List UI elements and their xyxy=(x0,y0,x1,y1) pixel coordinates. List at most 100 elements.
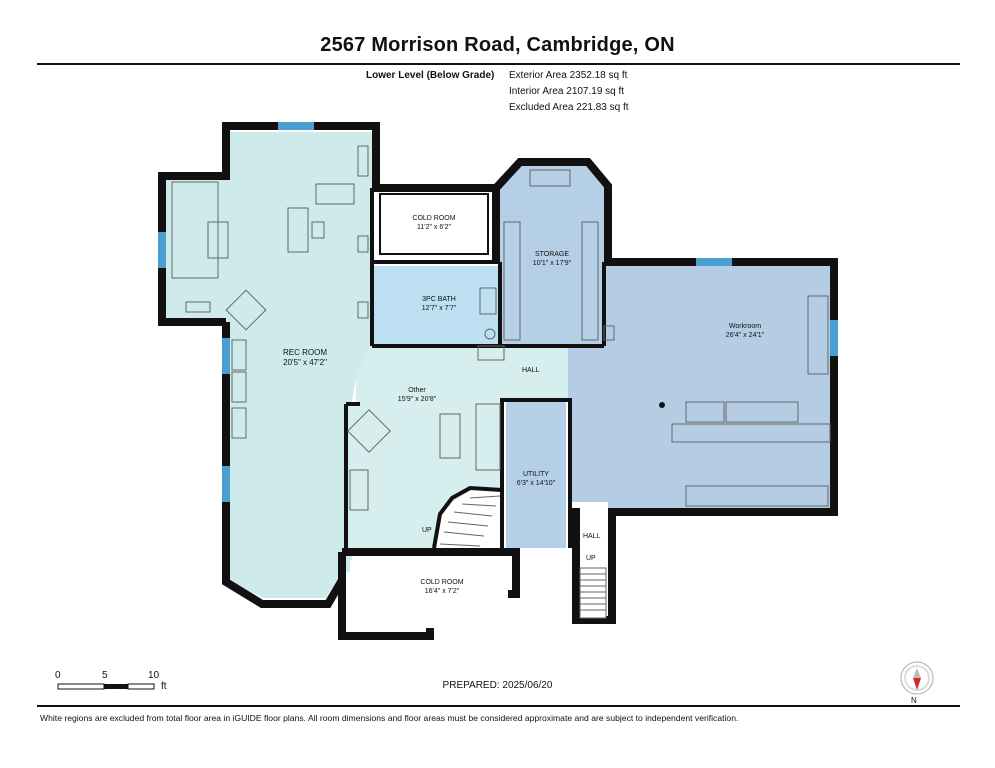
chair xyxy=(311,221,325,239)
rec-room-dims: 20'5" x 47'2" xyxy=(283,358,327,367)
window-workroom-right xyxy=(830,320,838,356)
other-dims: 15'9" x 20'8" xyxy=(397,396,437,403)
sofa xyxy=(171,181,219,279)
wall-right xyxy=(493,158,838,624)
toilet xyxy=(484,328,496,340)
window-rec-left-2 xyxy=(222,466,230,502)
wall-stair xyxy=(432,485,503,549)
workroom-dims: 26'4" x 24'1" xyxy=(725,332,765,339)
storage-name: STORAGE xyxy=(534,251,570,258)
label-cold-room-top: COLD ROOM 11'2" x 6'2" xyxy=(380,214,488,232)
armchair xyxy=(225,289,267,331)
label-hall-main: HALL xyxy=(522,367,540,374)
cabinet-left-2 xyxy=(231,371,247,403)
workbench-1 xyxy=(685,401,725,423)
label-up-right: UP xyxy=(586,555,596,562)
scale-seg-3 xyxy=(127,683,155,690)
storage-shelf-left xyxy=(503,221,521,341)
sofa-other xyxy=(475,403,501,471)
label-workroom: Workroom 26'4" x 24'1" xyxy=(690,322,800,340)
wall-utility xyxy=(500,398,572,548)
counter xyxy=(671,423,831,443)
footer-rule xyxy=(37,705,960,707)
plan-title: 2567 Morrison Road, Cambridge, ON xyxy=(320,34,675,56)
window-rec-top xyxy=(278,122,314,130)
armchair-other xyxy=(347,409,391,453)
label-hall-small: HALL xyxy=(583,533,601,540)
workroom-fill xyxy=(568,266,830,510)
bath-fill xyxy=(372,266,500,344)
label-cold-room-bottom: COLD ROOM 16'4" x 7'2" xyxy=(380,578,504,596)
compass-north-label: N xyxy=(911,696,917,705)
label-storage: STORAGE 10'1" x 17'9" xyxy=(500,250,604,268)
other-fill xyxy=(348,344,568,548)
label-rec-room: REC ROOM 20'5" x 47'2" xyxy=(250,348,360,368)
bath-name: 3PC BATH xyxy=(422,296,456,303)
shelf-1 xyxy=(357,145,369,177)
header-rule xyxy=(37,63,960,65)
shelf-2 xyxy=(357,235,369,253)
window-rec-left-1 xyxy=(222,338,230,374)
workbench-2 xyxy=(725,401,799,423)
cabinet-left-3 xyxy=(231,407,247,439)
furniture xyxy=(171,145,831,511)
desk xyxy=(287,207,309,253)
cold-room-top-dims: 11'2" x 6'2" xyxy=(417,224,451,231)
excluded-area: Excluded Area 221.83 sq ft xyxy=(509,102,629,113)
workroom-name: Workroom xyxy=(728,323,762,330)
windows xyxy=(158,122,838,502)
label-other: Other 15'9" x 20'8" xyxy=(374,386,460,404)
workroom-sink xyxy=(603,325,615,341)
stairs-curved xyxy=(439,495,501,547)
level-label: Lower Level (Below Grade) xyxy=(366,70,495,81)
wall-top-left xyxy=(222,122,500,262)
utility-fill xyxy=(506,402,566,548)
interior-area: Interior Area 2107.19 sq ft xyxy=(509,86,625,97)
prepared-date: PREPARED: 2025/06/20 xyxy=(442,680,553,691)
utility-dims: 6'3" x 14'10" xyxy=(516,480,556,487)
window-workroom-top xyxy=(696,258,732,266)
label-bath: 3PC BATH 12'7" x 7'7" xyxy=(384,295,494,313)
workroom-shelf xyxy=(807,295,829,375)
utility-name: UTILITY xyxy=(522,471,550,478)
bench xyxy=(185,301,211,313)
hall-small-area xyxy=(580,512,606,566)
label-up-left: UP xyxy=(422,527,432,534)
cold-room-bottom-ext xyxy=(350,594,426,628)
cold-room-top-name: COLD ROOM xyxy=(412,215,456,222)
cold-room-bottom-name: COLD ROOM xyxy=(420,579,464,586)
scale-seg-2 xyxy=(104,684,128,689)
disclaimer: White regions are excluded from total fl… xyxy=(40,713,739,723)
rec-room-alcove xyxy=(166,176,230,322)
storage-shelf-top xyxy=(529,169,571,187)
floor-drain xyxy=(659,402,665,408)
exterior-area: Exterior Area 2352.18 sq ft xyxy=(509,70,628,81)
storage-shelf-right xyxy=(581,221,599,341)
cabinet-left-1 xyxy=(231,339,247,371)
storage-dims: 10'1" x 17'9" xyxy=(532,260,572,267)
scale-tick-0: 0 xyxy=(55,670,61,681)
storage-fill xyxy=(500,166,604,344)
cold-room-bottom-dims: 16'4" x 7'2" xyxy=(424,588,460,595)
desk-other xyxy=(349,469,369,511)
table-other xyxy=(439,413,461,459)
rec-room-name: REC ROOM xyxy=(283,348,327,357)
bath-dims: 12'7" x 7'7" xyxy=(421,305,457,312)
window-alcove xyxy=(158,232,166,268)
workroom-bench-bottom xyxy=(685,485,829,507)
label-utility: UTILITY 6'3" x 14'10" xyxy=(506,470,566,488)
sofa-table xyxy=(207,221,229,259)
other-name: Other xyxy=(408,387,426,394)
shelf-3 xyxy=(357,301,369,319)
hall-cabinet xyxy=(477,345,505,361)
scale-unit: ft xyxy=(161,681,167,692)
cabinet xyxy=(315,183,355,205)
vanity xyxy=(479,287,497,315)
scale-tick-10: 10 xyxy=(148,670,160,681)
cold-room-top-box xyxy=(379,193,489,255)
stairs-right xyxy=(579,567,607,619)
scale-tick-5: 5 xyxy=(102,670,108,681)
compass-icon xyxy=(900,661,934,695)
